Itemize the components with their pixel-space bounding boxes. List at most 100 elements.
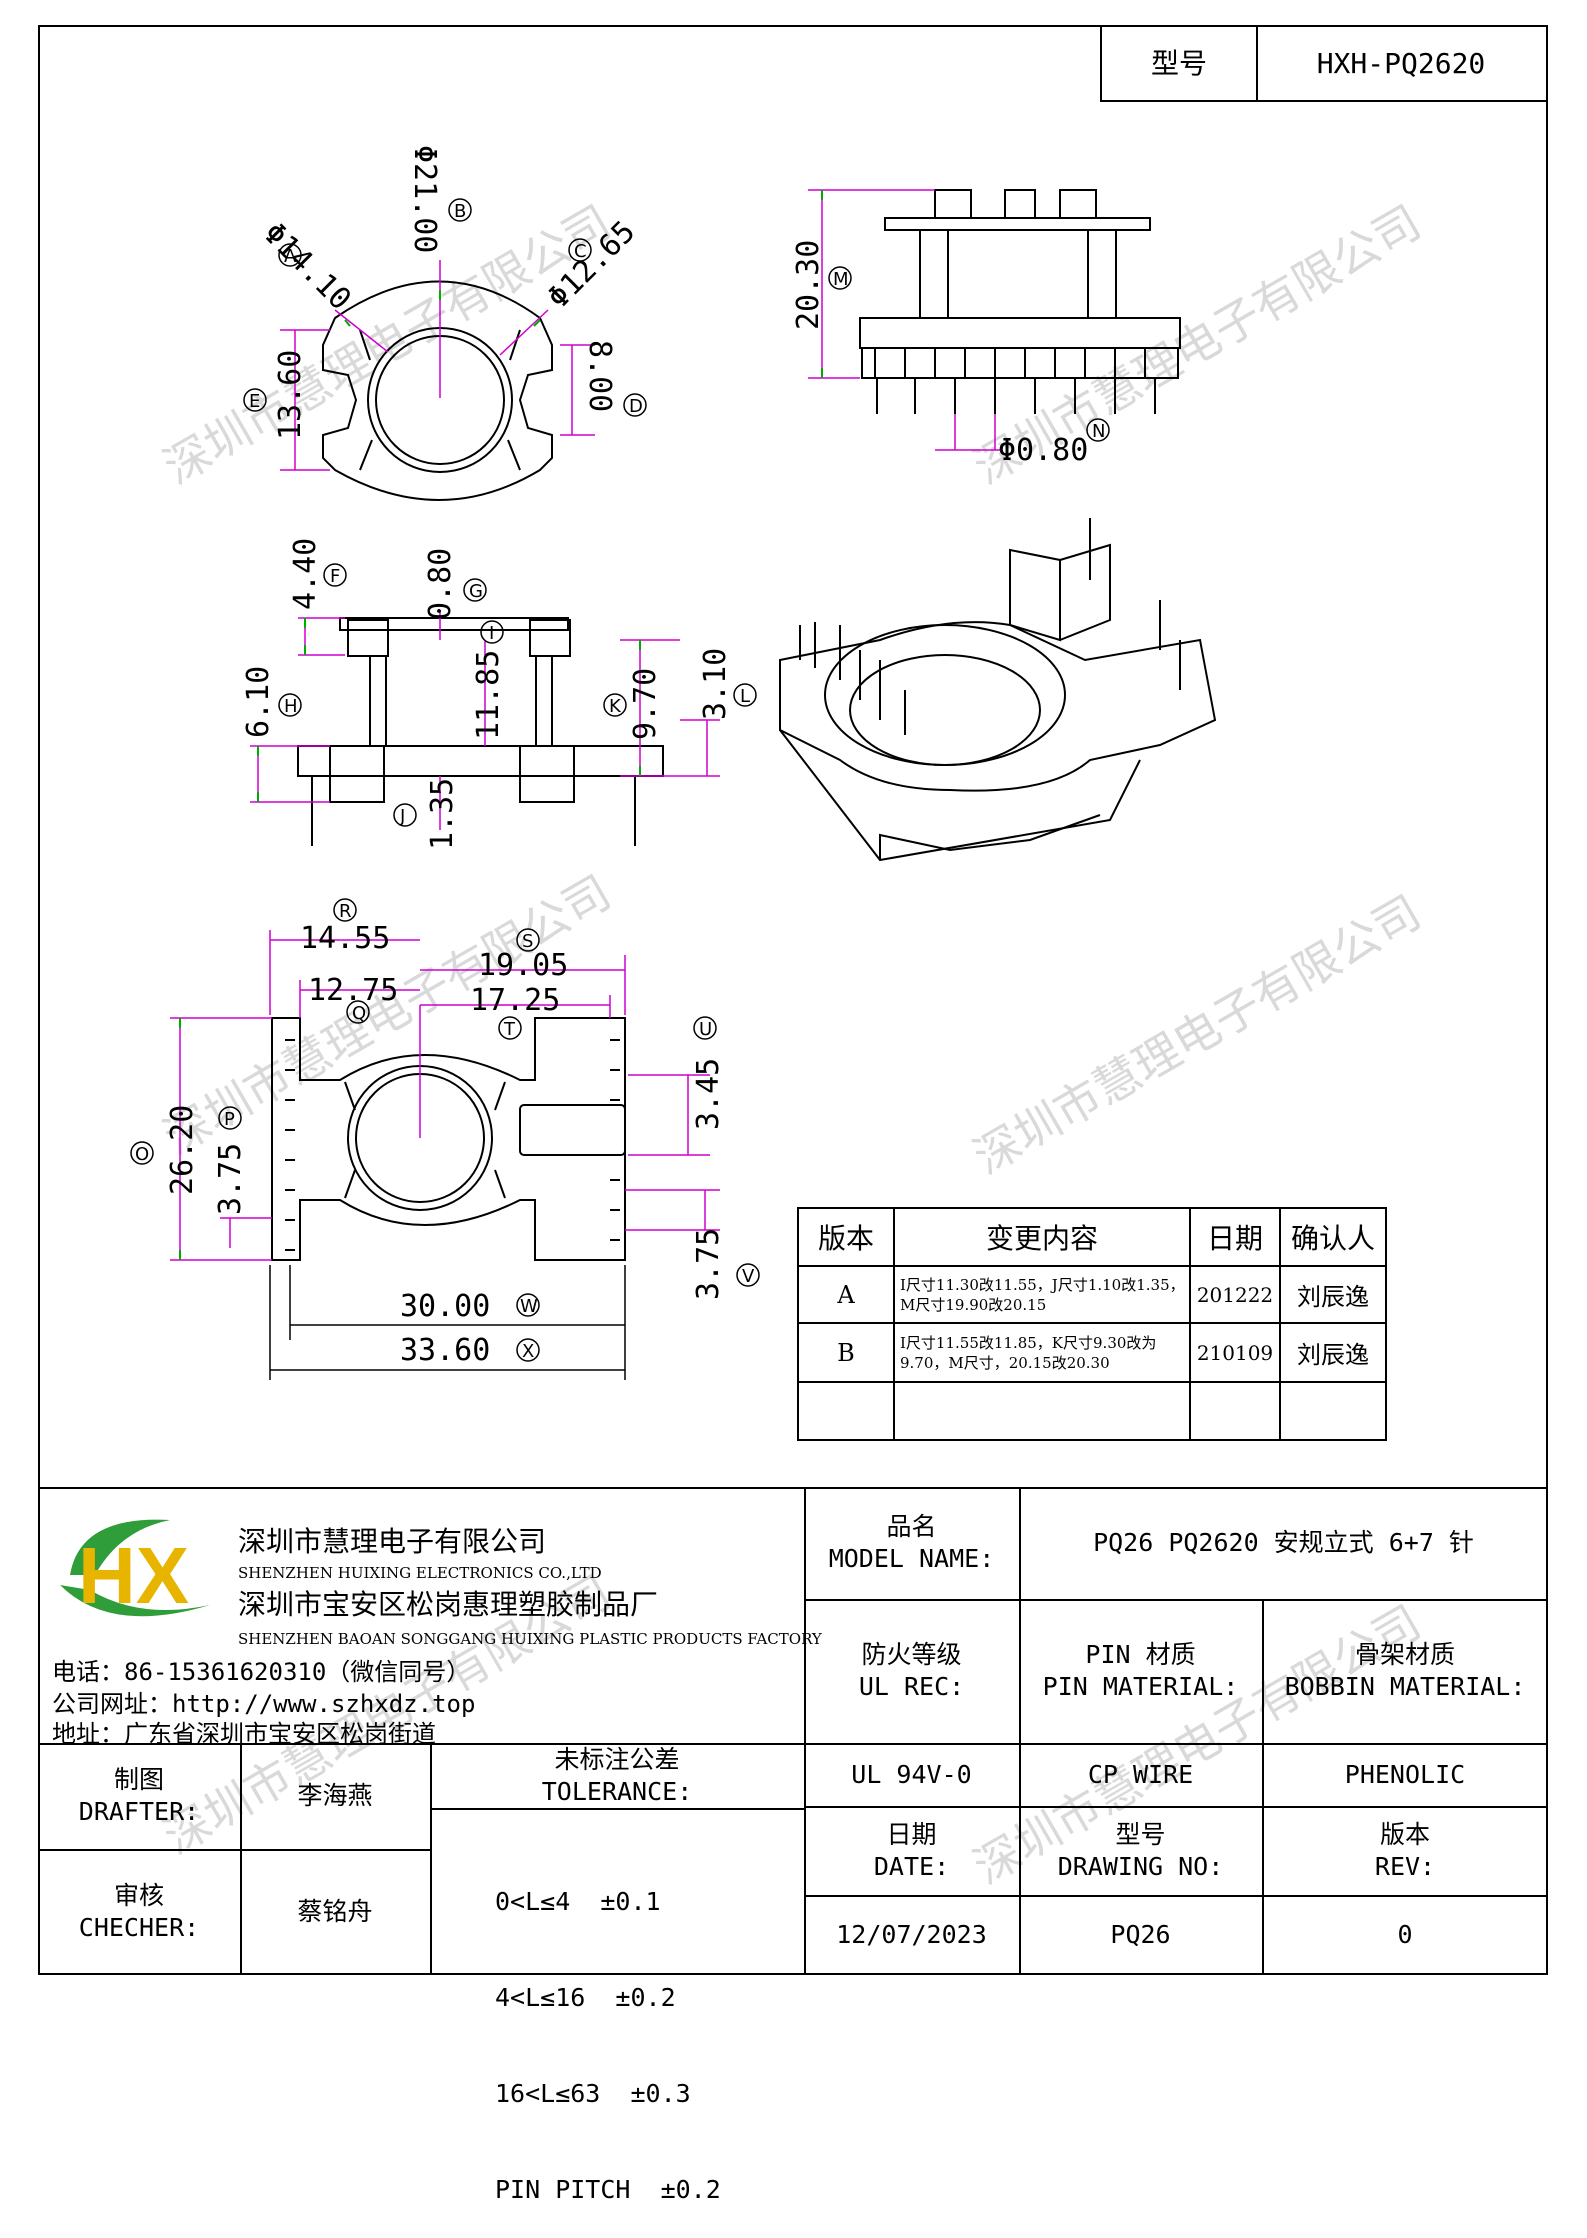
label-E: E [243, 388, 267, 412]
checker-label: 审核 CHECHER: [38, 1849, 240, 1975]
label-G: G [463, 578, 487, 602]
title-block-line [430, 1808, 804, 1810]
label-D: D [623, 393, 647, 417]
dim-B: Φ21.00 [407, 145, 442, 253]
dim-U: 3.45 [691, 1058, 726, 1130]
company-name-en-2: SHENZHEN BAOAN SONGGANG HUIXING PLASTIC … [238, 1630, 822, 1648]
rev-row-date: 201222 [1196, 1282, 1274, 1307]
svg-text:E: E [249, 391, 260, 412]
svg-text:M: M [833, 269, 849, 290]
drafter-cn: 制图 [113, 1765, 164, 1794]
tolerance-en: TOLERANCE: [541, 1776, 693, 1806]
dim-K: 9.70 [628, 668, 663, 740]
rev-label: 版本 REV: [1262, 1806, 1548, 1895]
label-H: H [278, 693, 302, 717]
drafter-name: 李海燕 [297, 1781, 373, 1810]
label-X: X [516, 1338, 540, 1362]
svg-text:Q: Q [352, 1003, 366, 1024]
revision-table-grid [797, 1207, 1387, 1441]
rev-value: 0 [1397, 1920, 1413, 1949]
rev-en: REV: [1374, 1851, 1436, 1881]
svg-text:C: C [574, 241, 587, 262]
dim-E: 13.60 [273, 350, 308, 440]
model-name-cn: 品名 [886, 1512, 937, 1541]
title-block-line [430, 1743, 432, 1975]
ul-rec-cn: 防火等级 [861, 1640, 962, 1669]
label-I: I [480, 620, 504, 644]
title-block-line [1262, 1806, 1264, 1975]
tolerance-list: 0<L≤4 ±0.1 4<L≤16 ±0.2 16<L≤63 ±0.3 PIN … [495, 1822, 721, 2238]
drawing-no-en: DRAWING NO: [1057, 1851, 1224, 1881]
title-block-line [804, 1806, 1548, 1808]
company-address: 地址：广东省深圳市宝安区松岗街道 [52, 1720, 436, 1748]
rev-row-change: I尺寸11.55改11.85，K尺寸9.30改为9.70，M尺寸，20.15改2… [900, 1333, 1157, 1372]
svg-text:W: W [520, 1296, 538, 1317]
drafter-en: DRAFTER: [78, 1797, 200, 1826]
label-C: C [568, 238, 592, 262]
dim-I: 11.85 [471, 650, 506, 740]
svg-text:R: R [339, 901, 352, 922]
dim-H: 6.10 [241, 666, 276, 738]
checker-cn: 审核 [113, 1881, 164, 1910]
rev-row-change: I尺寸11.30改11.55，J尺寸1.10改1.35，M尺寸19.90改20.… [900, 1275, 1185, 1314]
dim-W: 30.00 [400, 1289, 490, 1324]
dim-A: Φ14.10 [256, 216, 357, 317]
tolerance-item: 0<L≤4 ±0.1 [495, 1887, 661, 1916]
dim-D: 8.00 [582, 340, 617, 412]
date-label: 日期 DATE: [804, 1806, 1019, 1895]
rev-row-version: A [837, 1280, 855, 1309]
type-value: HXH-PQ2620 [1256, 25, 1548, 102]
rev-row-date: 210109 [1196, 1340, 1274, 1365]
svg-text:S: S [522, 931, 533, 952]
company-logo: HX [60, 1519, 210, 1620]
model-name-value: PQ26 PQ2620 安规立式 6+7 针 [1093, 1528, 1474, 1557]
rev-row-by: 刘辰逸 [1297, 1341, 1369, 1369]
drafter-label: 制图 DRAFTER: [38, 1743, 240, 1849]
drawing-no-cn: 型号 [1115, 1819, 1166, 1849]
svg-text:X: X [522, 1341, 534, 1362]
model-name-label: 品名 MODEL NAME: [804, 1487, 1019, 1599]
svg-text:L: L [740, 686, 750, 707]
dim-C: Φ12.65 [541, 214, 642, 315]
label-W: W [516, 1293, 540, 1317]
checker-name: 蔡铭舟 [297, 1897, 373, 1926]
technical-drawing: Φ14.10 Φ21.00 Φ12.65 8.00 13.60 20.30 Φ0… [130, 145, 1387, 1441]
svg-text:A: A [284, 246, 297, 267]
rev-row-by: 刘辰逸 [1297, 1283, 1369, 1311]
label-F: F [323, 563, 347, 587]
pin-material-label: PIN 材质 PIN MATERIAL: [1019, 1599, 1262, 1743]
svg-text:HX: HX [78, 1531, 189, 1620]
dim-G: 0.80 [423, 548, 458, 620]
svg-text:F: F [330, 566, 340, 587]
tolerance-item: PIN PITCH ±0.2 [495, 2175, 721, 2204]
drawing-frame [38, 25, 1548, 1975]
dim-M: 20.30 [791, 240, 826, 330]
svg-text:O: O [135, 1144, 149, 1165]
title-block-line [804, 1895, 1548, 1897]
label-B: B [448, 198, 472, 222]
tolerance-item: 16<L≤63 ±0.3 [495, 2079, 691, 2108]
bobbin-material-value: PHENOLIC [1344, 1759, 1466, 1789]
top-view [322, 280, 553, 501]
title-block-top-line [38, 1487, 1548, 1489]
company-website: 公司网址：http://www.szhxdz.top [52, 1690, 476, 1718]
ul-rec-value: UL 94V-0 [851, 1759, 972, 1789]
model-name-en: MODEL NAME: [828, 1544, 995, 1573]
dim-T: 17.25 [470, 983, 560, 1018]
bobbin-material-label: 骨架材质 BOBBIN MATERIAL: [1262, 1599, 1548, 1743]
rev-header-version: 版本 [817, 1222, 874, 1255]
dim-J: 1.35 [425, 778, 460, 850]
dim-O: 26.20 [165, 1105, 200, 1195]
label-J: J [393, 803, 417, 827]
rev-cn: 版本 [1379, 1819, 1430, 1849]
company-name-cn-1: 深圳市慧理电子有限公司 [238, 1525, 547, 1558]
svg-text:P: P [224, 1109, 235, 1130]
dim-V: 3.75 [691, 1228, 726, 1300]
svg-text:J: J [399, 806, 405, 827]
dim-R: 14.55 [300, 921, 390, 956]
label-Q: Q [346, 1000, 370, 1024]
date-value: 12/07/2023 [836, 1920, 987, 1949]
svg-text:N: N [1092, 421, 1105, 442]
label-L: L [733, 683, 757, 707]
rev-header-date: 日期 [1206, 1222, 1263, 1255]
